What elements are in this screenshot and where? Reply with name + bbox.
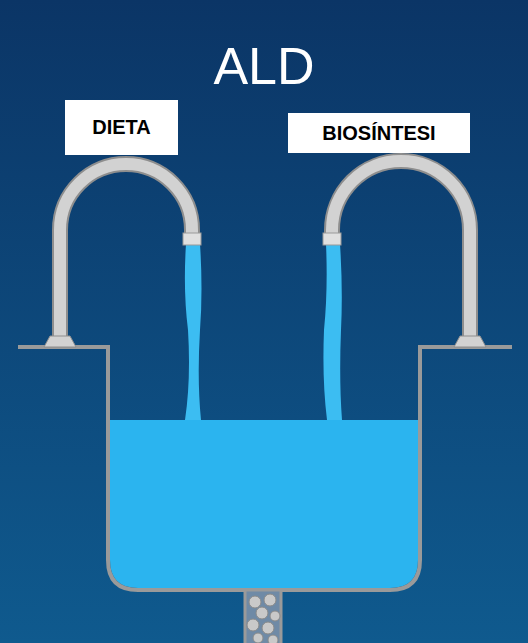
water <box>110 420 418 588</box>
pipe <box>60 164 192 340</box>
label-text: DIETA <box>92 116 151 139</box>
label-box: BIOSÍNTESI <box>288 113 470 153</box>
label-text: BIOSÍNTESI <box>322 122 435 145</box>
water-stream <box>323 244 342 420</box>
nozzle <box>323 233 341 245</box>
pellets <box>247 594 280 643</box>
water-stream <box>185 244 202 420</box>
pipe <box>60 164 192 340</box>
tank-outline <box>18 347 512 590</box>
label-box: DIETA <box>65 100 178 155</box>
nozzle <box>183 233 201 245</box>
pipe-flange <box>44 336 76 347</box>
pipe <box>332 161 470 340</box>
outlet-pipe <box>245 590 281 643</box>
title: ALD <box>0 36 528 96</box>
pipe <box>332 161 470 340</box>
pipe-flange <box>454 336 486 347</box>
